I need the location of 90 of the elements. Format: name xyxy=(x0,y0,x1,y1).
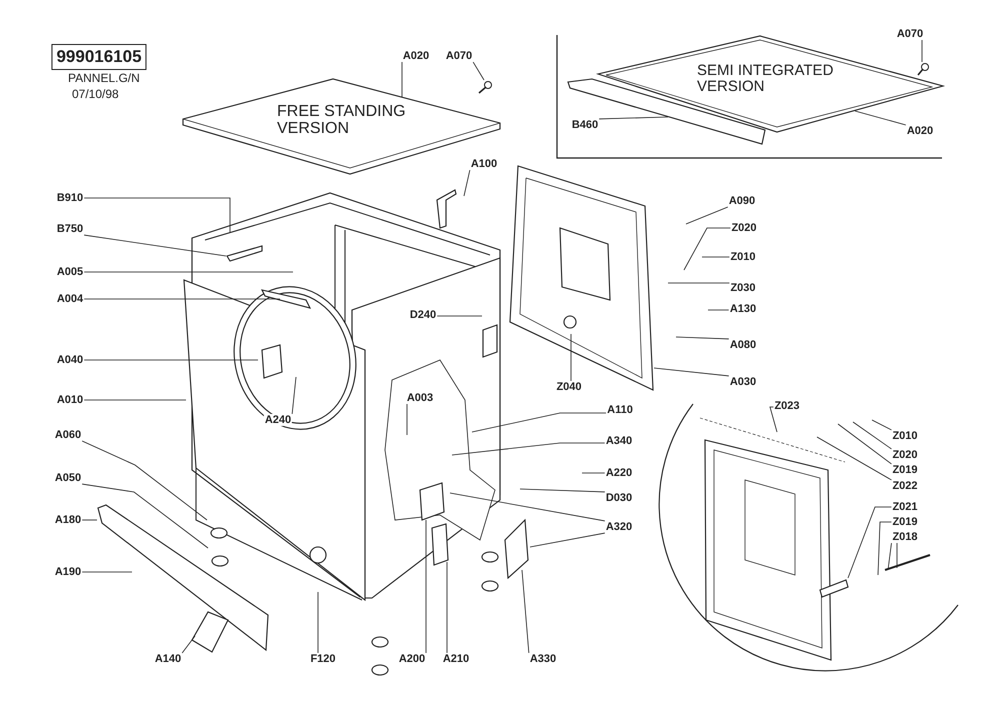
leader-line xyxy=(582,472,606,474)
version-title: FREE STANDING VERSION xyxy=(277,104,407,138)
callout-number: A330 xyxy=(528,652,558,666)
leader-line xyxy=(816,436,892,480)
callout-number: A130 xyxy=(728,302,758,316)
leader-line xyxy=(852,422,892,450)
leader-line xyxy=(848,506,892,578)
callout-number: A040 xyxy=(56,354,84,366)
screw-drawing xyxy=(917,62,929,76)
callout-number: A110 xyxy=(606,404,634,416)
callout-number: A210 xyxy=(442,652,470,666)
leader-line xyxy=(598,116,668,120)
leader-line xyxy=(530,532,606,548)
leader-line xyxy=(520,488,606,492)
version-title: SEMI INTEGRATED VERSION xyxy=(697,63,834,94)
callout-number: D240 xyxy=(408,308,438,322)
leader-line xyxy=(522,570,530,654)
callout-number: B910 xyxy=(56,192,84,204)
screw-drawing xyxy=(478,80,492,94)
leader-line xyxy=(406,404,408,436)
leader-line xyxy=(452,442,606,456)
leader-line xyxy=(446,562,448,654)
callout-number: Z020 xyxy=(730,222,758,234)
leader-line xyxy=(896,542,898,568)
callout-number: Z030 xyxy=(729,282,757,294)
leader-line xyxy=(182,636,196,654)
leader-line xyxy=(888,542,892,570)
leader-line xyxy=(668,282,730,284)
callout-number: Z022 xyxy=(891,480,919,492)
callout-number: Z019 xyxy=(891,516,919,528)
callout-number: Z018 xyxy=(891,530,919,544)
callout-number: F120 xyxy=(309,652,337,666)
callout-number: A020 xyxy=(906,124,934,138)
callout-number: A340 xyxy=(604,434,634,448)
callout-number: D030 xyxy=(604,492,634,504)
callout-number: Z010 xyxy=(729,250,757,264)
callout-number: Z040 xyxy=(555,380,583,394)
leader-line xyxy=(838,424,892,464)
drawing-code: PANNEL.G/N xyxy=(68,72,140,86)
callout-number: A004 xyxy=(56,292,84,306)
leader-line xyxy=(684,228,731,270)
callout-number: A140 xyxy=(154,652,182,666)
leader-line xyxy=(84,198,230,234)
leader-line xyxy=(878,522,892,576)
leader-line xyxy=(654,368,730,376)
callout-number: Z023 xyxy=(773,400,801,412)
callout-number: Z019 xyxy=(891,464,919,476)
leader-line xyxy=(82,484,208,548)
leader-line xyxy=(472,412,607,432)
callout-number: Z010 xyxy=(891,430,919,442)
callout-number: Z020 xyxy=(891,448,919,462)
leader-line xyxy=(472,62,484,80)
callout-number: A003 xyxy=(406,392,434,404)
callout-number: B460 xyxy=(570,118,600,132)
leader-line xyxy=(84,298,280,300)
callout-number: B750 xyxy=(56,222,84,236)
callout-number: A080 xyxy=(728,338,758,352)
leader-line xyxy=(570,334,572,382)
top-panel xyxy=(183,79,500,174)
callout-number: A200 xyxy=(398,652,426,666)
callout-number: A100 xyxy=(470,158,498,170)
date: 07/10/98 xyxy=(72,88,119,102)
leader-line xyxy=(872,420,892,430)
callout-number: A090 xyxy=(728,194,756,208)
leader-line xyxy=(676,336,730,340)
callout-number: A005 xyxy=(56,266,84,278)
callout-number: A190 xyxy=(54,566,82,578)
leader-line xyxy=(450,492,606,522)
strip-drawing xyxy=(568,79,765,145)
callout-number: A240 xyxy=(264,414,292,426)
leader-line xyxy=(84,234,226,256)
callout-number: A020 xyxy=(402,50,430,62)
callout-number: A010 xyxy=(56,394,84,406)
callout-number: A050 xyxy=(54,472,82,484)
drawing-number: 999016105 xyxy=(51,44,147,70)
callout-number: A070 xyxy=(444,50,474,62)
leader-line xyxy=(702,256,730,258)
callout-number: A180 xyxy=(54,514,82,526)
callout-number: Z021 xyxy=(891,500,919,514)
callout-number: A030 xyxy=(728,376,758,388)
leader-line xyxy=(686,206,728,224)
callout-number: A320 xyxy=(604,520,634,534)
leader-line xyxy=(854,110,906,126)
leader-line xyxy=(769,406,778,432)
leader-line xyxy=(464,170,470,196)
callout-number: A060 xyxy=(54,428,82,442)
callout-number: A070 xyxy=(896,28,924,40)
callout-number: A220 xyxy=(604,466,634,480)
leader-line xyxy=(292,376,296,414)
leader-line xyxy=(82,440,208,520)
